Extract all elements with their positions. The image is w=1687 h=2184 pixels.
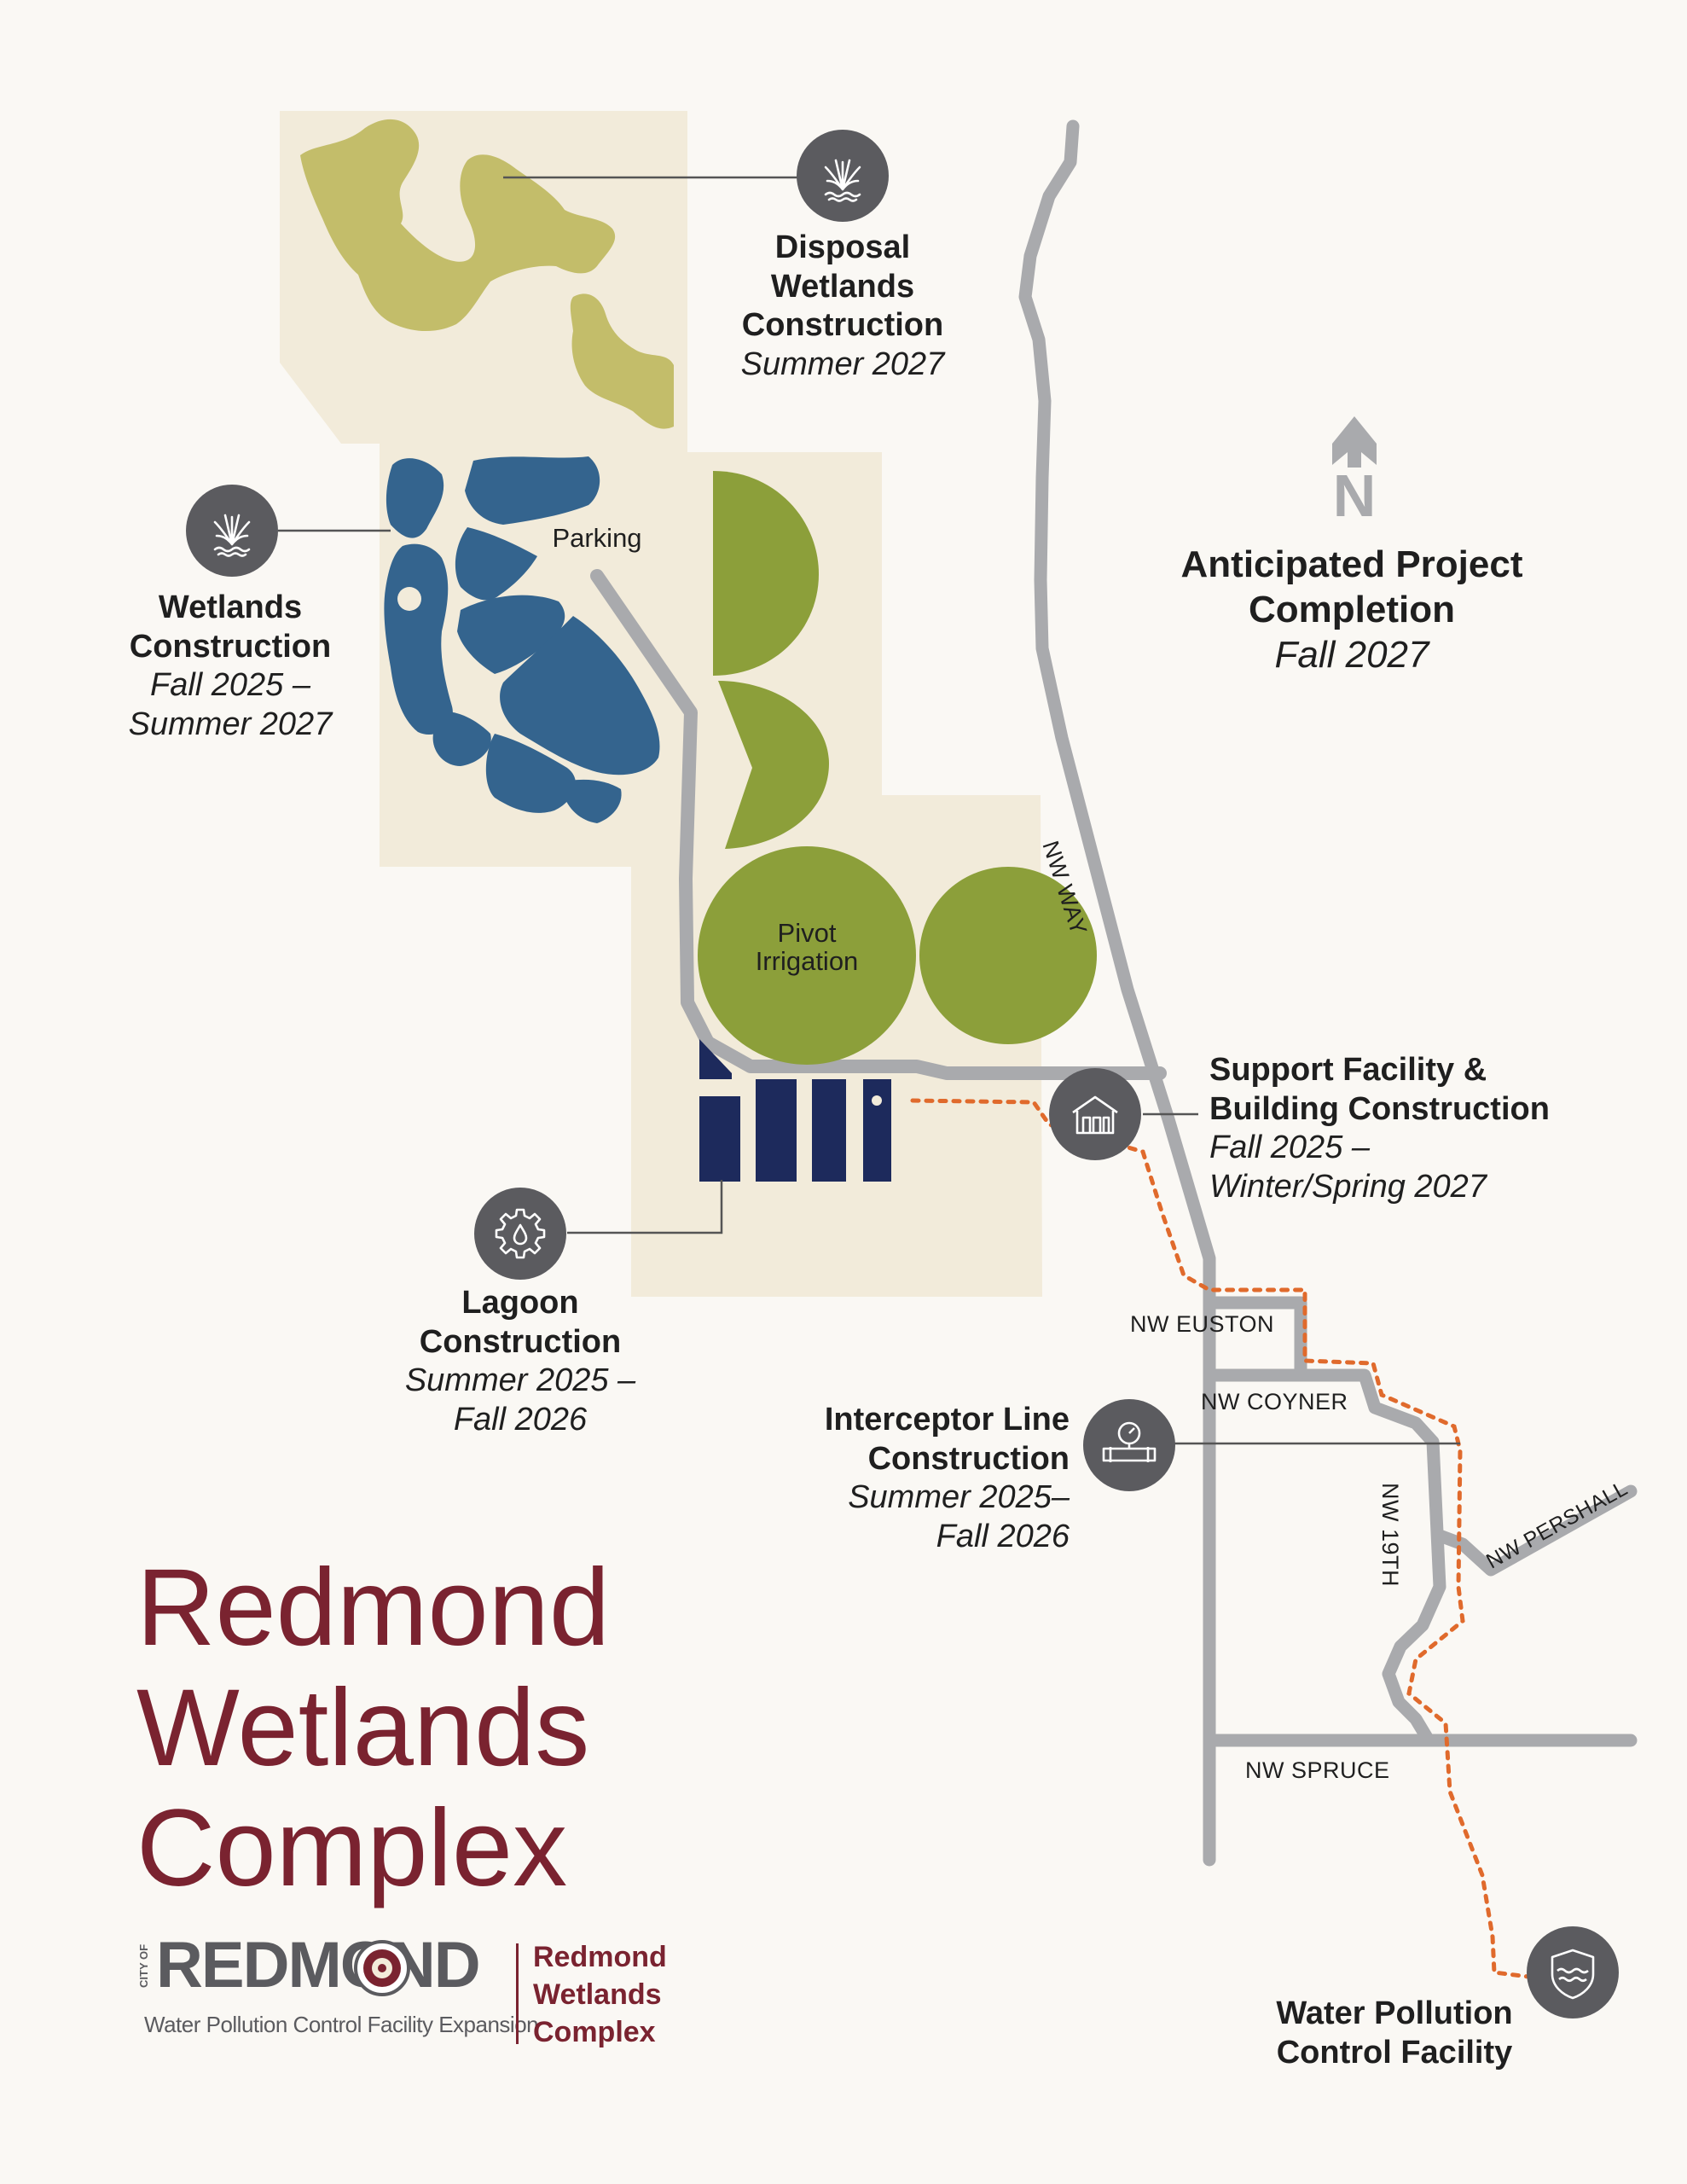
road-nw-coyner (1203, 1368, 1446, 1747)
logo: CITY OF REDMOND Water Pollution Control … (137, 1933, 670, 2066)
interceptor-line (910, 1098, 1538, 1980)
wpcf-badge (1527, 1926, 1619, 2018)
page-title: Redmond Wetlands Complex (136, 1548, 610, 1908)
lagoon-badge (474, 1188, 566, 1280)
gear-drop-icon (495, 1208, 546, 1259)
lagoon-date-1: Summer 2025 – (404, 1362, 636, 1399)
support-date-1: Fall 2025 – (1209, 1130, 1371, 1166)
compass-letter: N (1333, 462, 1377, 529)
wetlands-title-1: Wetlands (158, 590, 303, 625)
parking-label: Parking (552, 523, 642, 553)
wetlands-label: Wetlands Construction Fall 2025 – Summer… (94, 589, 367, 744)
leader-lines (278, 176, 1460, 1445)
support-title-1: Support Facility & (1209, 1052, 1487, 1088)
logo-complex: Redmond Wetlands Complex (533, 1938, 667, 2052)
wetlands-pond (397, 587, 421, 611)
wetland-plant-icon (213, 514, 251, 557)
city-seal-icon (354, 1940, 410, 1996)
interceptor-badge (1083, 1399, 1175, 1491)
logo-city-of: CITY OF (137, 1943, 150, 1988)
disposal-wetlands-area (300, 119, 674, 429)
disposal-label: Disposal Wetlands Construction Summer 20… (715, 229, 971, 384)
road-nw-euston (1203, 1296, 1307, 1382)
wpcf-label: Water Pollution Control Facility (1224, 1995, 1565, 2072)
shield-water-icon (1551, 1949, 1595, 2000)
pivot-irrigation-area (698, 471, 1097, 1065)
title-line-1: Redmond (136, 1547, 610, 1669)
title-line-2: Wetlands (136, 1666, 590, 1789)
road-nw-pershall (1433, 1484, 1638, 1577)
logo-complex-3: Complex (533, 2016, 656, 2049)
lagoon-date-2: Fall 2026 (453, 1401, 588, 1438)
support-title-2: Building Construction (1209, 1090, 1550, 1127)
disposal-title-2: Wetlands (770, 268, 915, 305)
completion-date: Fall 2027 (1274, 633, 1429, 676)
pivot-line-1: Pivot (777, 918, 837, 948)
pipe-gauge-icon (1102, 1421, 1157, 1462)
lagoon-title-2: Construction (419, 1323, 622, 1360)
compass (1332, 416, 1377, 468)
wetlands-area (384, 456, 660, 823)
support-badge (1049, 1068, 1141, 1160)
logo-divider (516, 1943, 519, 2044)
disposal-title-3: Construction (741, 307, 944, 344)
parking-road (590, 569, 1167, 1080)
interceptor-date-1: Summer 2025– (848, 1479, 1070, 1516)
wetlands-badge (186, 485, 278, 577)
wetland-plant-icon (824, 159, 861, 202)
pivot-line-2: Irrigation (755, 945, 859, 976)
support-label: Support Facility & Building Construction… (1209, 1051, 1653, 1206)
title-line-3: Complex (136, 1786, 568, 1909)
wpcf-title-1: Water Pollution (1276, 1995, 1513, 2031)
completion-label: Anticipated Project Completion Fall 2027 (1130, 543, 1574, 677)
logo-complex-2: Wetlands (533, 1978, 662, 2012)
lagoons-area (699, 1039, 891, 1182)
interceptor-title-1: Interceptor Line (824, 1402, 1070, 1438)
building-icon (1072, 1095, 1118, 1135)
roads (1018, 119, 1638, 1867)
pivot-irrigation-label: Pivot Irrigation (722, 918, 892, 976)
interceptor-title-2: Construction (867, 1440, 1070, 1477)
street-nw-coyner: NW COYNER (1201, 1389, 1348, 1414)
road-nw-way (1018, 119, 1216, 1867)
disposal-badge (797, 130, 889, 222)
wetlands-date-1: Fall 2025 – (149, 667, 310, 704)
wetlands-title-2: Construction (129, 628, 332, 665)
lagoon-label: Lagoon Construction Summer 2025 – Fall 2… (367, 1284, 674, 1439)
logo-name: REDMOND (156, 1929, 481, 2001)
interceptor-label: Interceptor Line Construction Summer 202… (751, 1401, 1070, 1556)
support-date-2: Winter/Spring 2027 (1209, 1168, 1487, 1205)
disposal-date: Summer 2027 (740, 346, 945, 382)
north-arrow-icon (1332, 416, 1377, 468)
interceptor-date-2: Fall 2026 (936, 1518, 1070, 1554)
completion-title-1: Anticipated Project (1180, 543, 1523, 585)
disposal-title-1: Disposal (774, 229, 911, 265)
wetlands-date-2: Summer 2027 (128, 706, 333, 742)
logo-subtitle: Water Pollution Control Facility Expansi… (144, 2012, 539, 2037)
street-nw-spruce: NW SPRUCE (1245, 1757, 1390, 1783)
street-nw-euston: NW EUSTON (1130, 1311, 1275, 1337)
wpcf-title-2: Control Facility (1276, 2034, 1513, 2071)
completion-title-2: Completion (1249, 588, 1455, 630)
lagoon-title-1: Lagoon (461, 1285, 579, 1321)
logo-complex-1: Redmond (533, 1941, 667, 1973)
street-nw-19th: NW 19TH (1377, 1483, 1403, 1588)
